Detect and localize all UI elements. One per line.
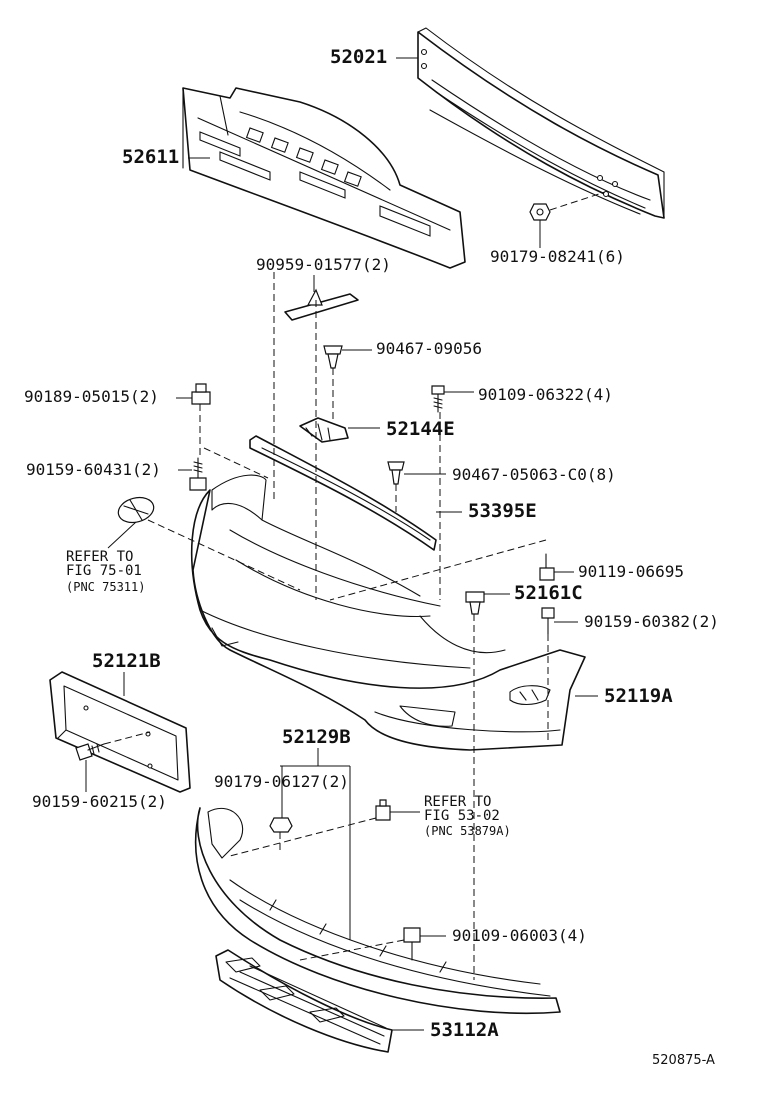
label-90189-05015: 90189-05015(2) [24, 387, 159, 406]
part-52121B-plate-bracket [49, 671, 191, 793]
screw-90159-60382 [541, 607, 555, 635]
assembly-lines [103, 220, 549, 980]
bolt-90119-06695 [539, 553, 555, 581]
part-52119A-bumper-cover [190, 474, 586, 751]
part-52021-reinforcement [417, 27, 665, 219]
seal-53395E [249, 435, 437, 551]
clip-53879A [375, 799, 391, 821]
bracket-52144E [299, 417, 349, 443]
retainer-90959-01577 [284, 288, 359, 321]
label-90179-08241: 90179-08241(6) [490, 247, 625, 266]
bolt-90109-06322 [431, 385, 445, 413]
label-90959-01577: 90959-01577(2) [256, 255, 391, 274]
emblem-75311 [117, 496, 155, 524]
reference-line-3: (PNC 75311) [66, 580, 146, 594]
label-90119-06695: 90119-06695 [578, 562, 684, 581]
label-90109-06003: 90109-06003(4) [452, 926, 587, 945]
label-52119A: 52119A [604, 685, 673, 707]
retainer-90189-05015 [191, 383, 211, 405]
screw-90159-60215 [75, 743, 105, 761]
label-52161C: 52161C [514, 582, 583, 604]
reference-line-1: REFER TO [66, 549, 134, 565]
bolt-90109-06003 [403, 927, 421, 961]
nut-90179-08241 [529, 191, 606, 221]
nut-90179-06127 [269, 817, 293, 833]
part-53112A-grille [215, 949, 393, 1053]
label-90179-06127: 90179-06127(2) [214, 772, 349, 791]
label-53112A: 53112A [430, 1019, 499, 1041]
reference-line-2: FIG 53-02 [424, 808, 500, 824]
label-52129B: 52129B [282, 726, 351, 748]
part-52129B-spoiler [194, 807, 561, 1015]
reference-line-2: FIG 75-01 [66, 563, 142, 579]
label-90109-06322: 90109-06322(4) [478, 385, 613, 404]
label-90467-05063-C0: 90467-05063-C0(8) [452, 465, 616, 484]
clip-90467-05063 [387, 461, 405, 485]
label-52144E: 52144E [386, 418, 455, 440]
screw-90159-60431 [189, 457, 207, 491]
leader-lines [85, 57, 598, 1031]
label-90467-09056: 90467-09056 [376, 339, 482, 358]
label-90159-60215: 90159-60215(2) [32, 792, 167, 811]
label-52021: 52021 [330, 46, 388, 68]
drawing-code: 520875-A [652, 1053, 715, 1068]
label-52121B: 52121B [92, 650, 161, 672]
label-53395E: 53395E [468, 500, 537, 522]
reference-line-1: REFER TO [424, 794, 492, 810]
reference-line-3: (PNC 53879A) [424, 824, 511, 838]
clip-90467-09056 [323, 345, 343, 369]
label-90159-60382: 90159-60382(2) [584, 612, 719, 631]
retainer-52161C [465, 591, 485, 615]
part-52611-absorber [182, 87, 466, 269]
label-52611: 52611 [122, 146, 180, 168]
label-90159-60431: 90159-60431(2) [26, 460, 161, 479]
